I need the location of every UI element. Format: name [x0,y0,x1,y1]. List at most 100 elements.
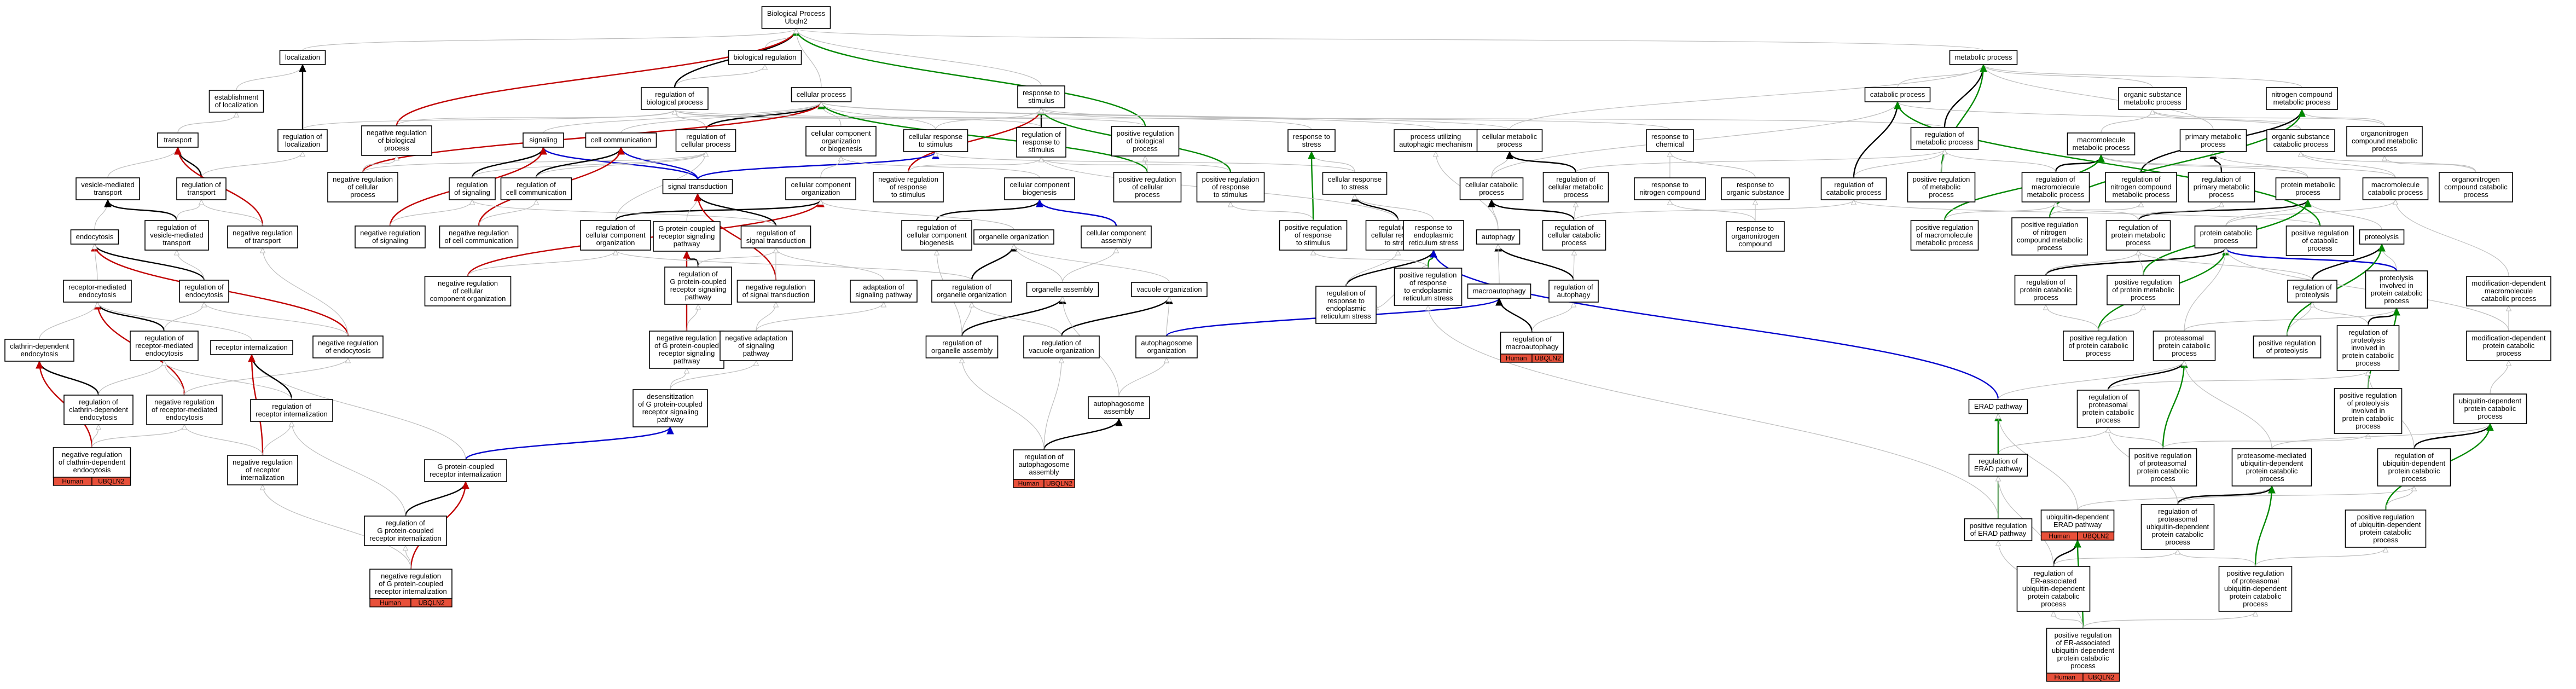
go-term-node[interactable]: metabolic process [1949,50,2018,65]
go-term-node[interactable]: endocytosis [70,229,119,245]
go-term-node[interactable]: regulation ofreceptor-mediatedendocytosi… [130,331,199,361]
go-term-node[interactable]: cell communication [585,132,657,148]
go-term-node[interactable]: proteasome-mediatedubiquitin-dependentpr… [2231,448,2312,487]
go-term-node[interactable]: organelle organization [973,229,1054,245]
go-term-node[interactable]: signal transduction [662,179,733,194]
go-term-node[interactable]: organelle assembly [1026,282,1099,297]
go-term-node[interactable]: transport [157,132,199,148]
go-term-node[interactable]: cellular process [791,87,852,102]
go-term-node[interactable]: signaling [523,132,564,148]
go-term-node[interactable]: vacuole organization [1131,282,1208,297]
go-term-node[interactable]: catabolic process [1864,87,1931,102]
go-term-node[interactable]: proteolysis [2359,229,2405,245]
go-term-node[interactable]: localization [279,50,326,65]
go-term-node[interactable]: regulation ofclathrin-dependentendocytos… [63,395,134,425]
go-term-node[interactable]: regulation ofproteasomalubiquitin-depend… [2140,504,2215,550]
